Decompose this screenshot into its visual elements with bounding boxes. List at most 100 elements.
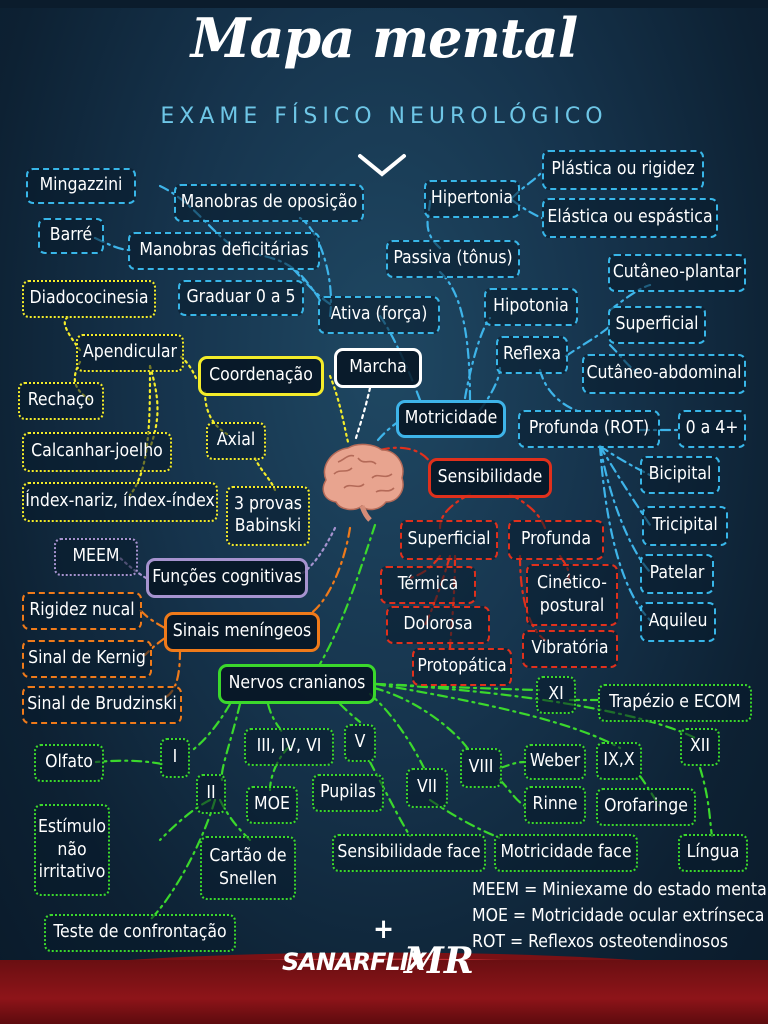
top-bar xyxy=(0,0,768,8)
node-diadococinesia: Diadococinesia xyxy=(22,280,156,318)
node-label: XII xyxy=(689,736,711,757)
node-graduar: Graduar 0 a 5 xyxy=(178,280,304,316)
node-superficial-reflexa: Superficial xyxy=(608,306,706,344)
node-dolorosa: Dolorosa xyxy=(386,606,490,644)
plus-icon: + xyxy=(373,912,395,945)
legend-meem: MEEM = Miniexame do estado mental xyxy=(472,880,768,900)
node-patelar: Patelar xyxy=(640,554,714,594)
node-tricipital: Tricipital xyxy=(642,506,728,546)
node-axial: Axial xyxy=(206,422,266,460)
node-termica: Térmica xyxy=(380,566,476,604)
node-label: Nervos cranianos xyxy=(228,673,366,694)
node-label: Manobras de oposição xyxy=(180,192,358,213)
legend-rot: ROT = Reflexos osteotendinosos xyxy=(472,932,729,952)
node-label: V xyxy=(354,732,366,753)
footer-band xyxy=(0,960,768,1024)
node-label: Plástica ou rigidez xyxy=(551,159,695,180)
node-hipotonia: Hipotonia xyxy=(484,288,578,326)
node-label: Orofaringe xyxy=(604,796,688,817)
node-label: Sensibilidade face xyxy=(337,842,481,863)
node-motricidade-face: Motricidade face xyxy=(494,834,638,872)
node-label: Pupilas xyxy=(320,782,376,803)
node-estimulo-nao-irritativo: Estímulo não irritativo xyxy=(34,804,110,896)
node-bicipital: Bicipital xyxy=(640,456,720,494)
node-label: Profunda (ROT) xyxy=(528,418,650,439)
node-sensibilidade-face: Sensibilidade face xyxy=(332,834,486,872)
node-label: 0 a 4+ xyxy=(685,418,739,439)
node-label: Ativa (força) xyxy=(330,304,428,325)
node-label: Olfato xyxy=(45,752,93,773)
node-label: Tricipital xyxy=(652,515,718,536)
node-vii: VII xyxy=(406,768,448,808)
node-orofaringe: Orofaringe xyxy=(596,788,696,826)
node-label: Weber xyxy=(529,751,581,772)
node-aquileu: Aquileu xyxy=(640,602,716,642)
node-label: Reflexa xyxy=(502,344,562,365)
node-viii: VIII xyxy=(460,748,502,788)
chevron-down-icon xyxy=(358,154,406,177)
node-olfato: Olfato xyxy=(34,744,104,782)
node-label: Profunda xyxy=(520,529,592,550)
node-label: XI xyxy=(548,684,564,705)
node-apendicular: Apendicular xyxy=(76,334,184,372)
node-superficial-sens: Superficial xyxy=(400,520,498,560)
node-label: Barré xyxy=(49,225,93,246)
node-ii: II xyxy=(196,774,226,814)
hub-nervos-cranianos: Nervos cranianos xyxy=(218,664,376,704)
page-title: Mapa mental xyxy=(190,6,579,70)
node-rinne: Rinne xyxy=(524,786,586,824)
node-calcanhar-joelho: Calcanhar-joelho xyxy=(22,432,172,472)
node-label: Cinético- xyxy=(537,573,607,594)
node-label: Hipertonia xyxy=(430,188,514,209)
node-index-nariz: Índex-nariz, índex-índex xyxy=(22,482,218,522)
node-manobras-oposicao: Manobras de oposição xyxy=(174,184,364,222)
node-label: Sinal de Kernig xyxy=(28,648,146,669)
node-cutaneo-plantar: Cutâneo-plantar xyxy=(608,254,746,292)
node-label: Motricidade xyxy=(404,408,498,429)
node-weber: Weber xyxy=(524,744,586,780)
node-lingua: Língua xyxy=(678,834,748,872)
node-label: II xyxy=(206,783,216,804)
sanarflix-logo: SANARFLIX xyxy=(282,948,426,976)
node-label: Mingazzini xyxy=(39,175,123,196)
node-label: Protopática xyxy=(417,656,507,677)
node-label: Térmica xyxy=(397,574,459,595)
node-pupilas: Pupilas xyxy=(312,774,384,812)
node-label: Cutâneo-plantar xyxy=(612,262,742,283)
node-passiva-tonus: Passiva (tônus) xyxy=(386,240,520,278)
node-label: irritativo xyxy=(38,862,106,883)
node-label: Sensibilidade xyxy=(437,467,543,488)
node-ix-x: IX,X xyxy=(596,742,642,780)
node-label: Diadococinesia xyxy=(29,288,149,309)
node-label: Língua xyxy=(686,842,740,863)
node-label: Apendicular xyxy=(83,342,177,363)
node-profunda-rot: Profunda (ROT) xyxy=(518,410,660,448)
node-label: MEEM xyxy=(72,546,120,567)
hub-sensibilidade: Sensibilidade xyxy=(428,458,552,498)
node-label: Superficial xyxy=(615,314,699,335)
brain-illustration xyxy=(322,443,404,522)
hub-motricidade: Motricidade xyxy=(396,400,506,438)
node-sinal-kernig: Sinal de Kernig xyxy=(22,640,152,678)
node-xi: XI xyxy=(536,676,576,714)
node-reflexa: Reflexa xyxy=(496,336,568,374)
node-protopatica: Protopática xyxy=(412,648,512,686)
node-label: Estímulo xyxy=(37,816,107,837)
node-label: Bicipital xyxy=(648,464,712,485)
node-barre: Barré xyxy=(38,218,104,254)
node-label: IX,X xyxy=(603,750,635,771)
node-label: Teste de confrontação xyxy=(53,922,227,943)
node-cinetico-postural: Cinético- postural xyxy=(526,564,618,626)
node-label: Calcanhar-joelho xyxy=(31,441,163,462)
node-label: Vibratória xyxy=(531,638,609,659)
node-label: Funções cognitivas xyxy=(152,567,302,588)
node-label: Cutâneo-abdominal xyxy=(586,363,742,384)
node-mingazzini: Mingazzini xyxy=(26,168,136,204)
node-ativa-forca: Ativa (força) xyxy=(318,296,440,334)
node-hipertonia: Hipertonia xyxy=(424,180,520,218)
hub-marcha: Marcha xyxy=(334,348,422,388)
node-manobras-deficitarias: Manobras deficitárias xyxy=(128,232,320,270)
node-v: V xyxy=(344,724,376,762)
node-label: Índex-nariz, índex-índex xyxy=(25,491,215,512)
node-moe: MOE xyxy=(246,786,298,824)
